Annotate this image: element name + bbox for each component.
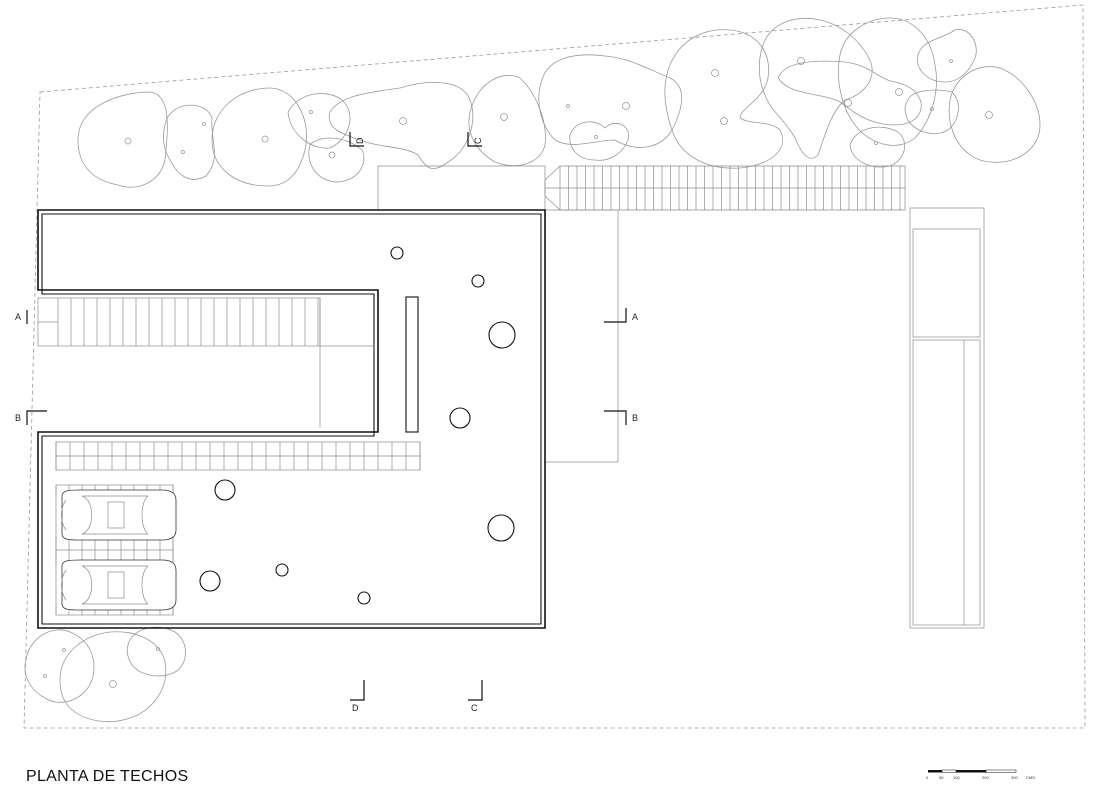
section-label-c: C [471, 703, 478, 713]
car-bottom [61, 559, 177, 611]
pergola-slats [55, 442, 421, 470]
section-label-d: D [352, 703, 359, 713]
pergola [55, 441, 421, 471]
skylight [471, 274, 485, 288]
trees-top [77, 17, 1041, 188]
scale-tick: 200 [982, 775, 989, 780]
section-marker-d-top: D [349, 132, 365, 147]
walkway-slats [545, 166, 905, 210]
section-label-b: B [632, 413, 638, 423]
section-label-d: D [355, 137, 365, 144]
skylight [390, 246, 404, 260]
section-marker-b-left: B [15, 410, 47, 425]
section-marker-b-right: B [604, 410, 638, 425]
site-boundary [23, 4, 1086, 729]
skylight [357, 591, 371, 605]
adjacent-outline [545, 207, 985, 629]
section-label-a: A [15, 312, 21, 322]
skylight [488, 321, 516, 349]
skylight [275, 563, 289, 577]
skylight [199, 570, 221, 592]
trees-bottom-left [24, 626, 186, 723]
section-marker-a-left: A [15, 310, 28, 324]
building-roof [37, 209, 546, 629]
carport [55, 484, 177, 616]
upper-walkway [377, 165, 906, 211]
skylight [449, 407, 471, 429]
scale-tick: 300 [1011, 775, 1018, 780]
drawing-title: PLANTA DE TECHOS [26, 768, 188, 785]
section-marker-d-bottom: D [350, 680, 365, 713]
section-label-c: C [473, 137, 483, 144]
skylight [214, 479, 236, 501]
stair-treads [57, 298, 319, 346]
scale-bar: 0 50 100 200 300 CMS. [926, 769, 1036, 780]
stair [37, 297, 321, 347]
section-label-a: A [632, 312, 638, 322]
section-marker-c-top: C [467, 132, 483, 147]
scale-tick: 100 [953, 775, 960, 780]
section-marker-c-bottom: C [468, 680, 483, 713]
skylights [199, 246, 516, 605]
scale-tick: 0 [926, 775, 929, 780]
section-label-b: B [15, 413, 21, 423]
scale-unit: CMS. [1026, 775, 1036, 780]
scale-tick: 50 [939, 775, 944, 780]
skylight [487, 514, 515, 542]
car-top [61, 489, 177, 541]
section-marker-a-right: A [604, 308, 638, 323]
